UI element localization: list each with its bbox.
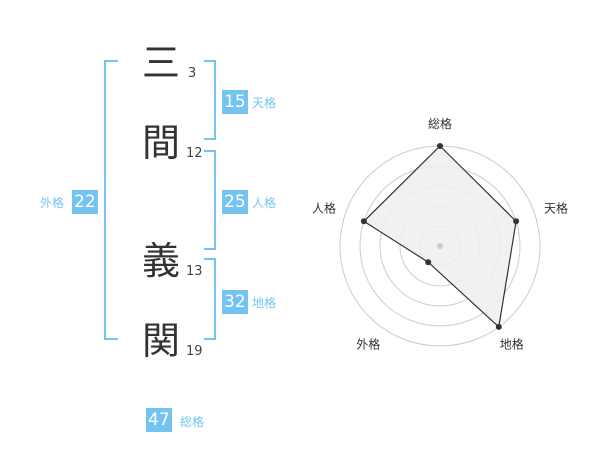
stroke-count-4: 19	[186, 344, 203, 359]
gaikaku-label: 外格	[40, 196, 65, 210]
gaikaku-value: 22	[72, 190, 98, 214]
soukaku-label: 総格	[180, 415, 205, 429]
radar-axis-label-1: 総格	[428, 116, 452, 131]
chikaku-label: 地格	[252, 296, 277, 310]
radar-point-4	[425, 259, 432, 266]
radar-point-2	[513, 218, 520, 225]
jinkaku-bracket	[204, 150, 216, 250]
radar-point-3	[495, 323, 502, 330]
stroke-count-1: 3	[188, 66, 197, 81]
radar-axis-label-4: 外格	[356, 337, 380, 352]
name-char-2: 間	[141, 121, 180, 165]
stroke-count-3: 13	[186, 264, 203, 279]
radar-axis-label-5: 人格	[312, 200, 336, 215]
radar-axis-label-3: 地格	[500, 337, 524, 352]
chikaku-bracket	[204, 258, 216, 340]
jinkaku-value: 25	[222, 190, 248, 214]
name-char-1: 三	[141, 41, 180, 85]
radar-center-dot	[437, 243, 443, 249]
name-char-4: 関	[141, 319, 180, 363]
chikaku-value: 32	[222, 290, 248, 314]
radar-axis-label-2: 天格	[544, 200, 568, 215]
radar-point-1	[437, 143, 443, 149]
tenkaku-label: 天格	[252, 96, 277, 110]
radar-data-area	[362, 145, 517, 329]
jinkaku-label: 人格	[252, 196, 277, 210]
tenkaku-bracket	[204, 60, 216, 140]
tenkaku-value: 15	[222, 90, 248, 114]
name-char-3: 義	[141, 239, 180, 283]
soukaku-value: 47	[146, 408, 172, 432]
radar-point-5	[360, 218, 367, 225]
gaikaku-bracket	[104, 60, 118, 340]
stroke-count-2: 12	[186, 146, 203, 161]
